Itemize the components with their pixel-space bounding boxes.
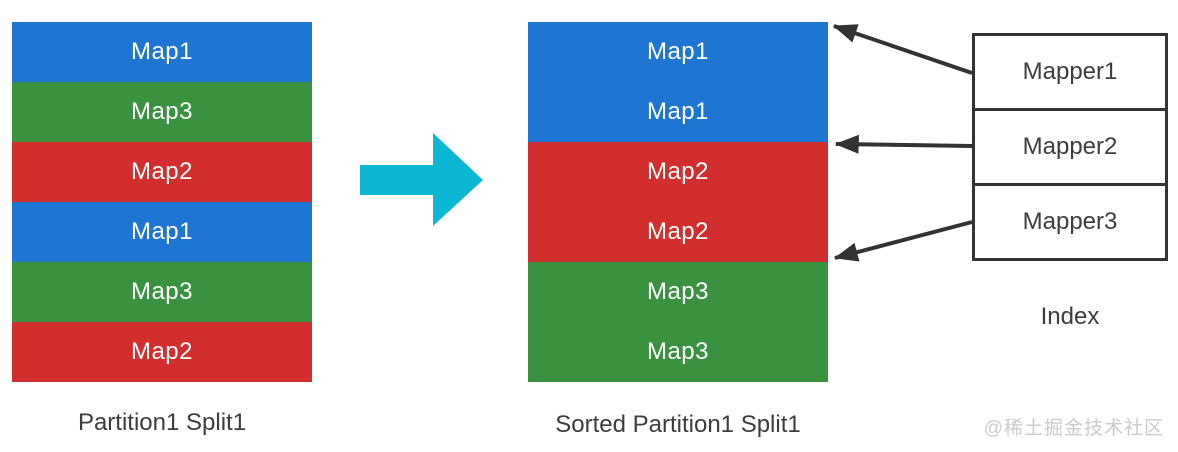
watermark: @稀土掘金技术社区 [983,418,1164,439]
index-caption: Index [1040,303,1100,330]
partition-row: Map2 [12,142,312,202]
sorted-row: Map3 [528,322,828,382]
mapper1-box: Mapper1 [972,33,1168,111]
partition-row: Map2 [12,322,312,382]
mapper-index-column: Mapper1 Mapper2 Mapper3 [972,33,1168,261]
sorted-partition-stack: Map1 Map1 Map2 Map2 Map3 Map3 [528,22,828,382]
sorted-row: Map2 [528,202,828,262]
partition-row: Map3 [12,82,312,142]
mapper2-index-arrow [834,134,973,154]
mapper3-index-arrow [833,220,973,262]
sorted-row: Map2 [528,142,828,202]
mapper1-index-arrow [832,24,973,75]
partition-row: Map1 [12,202,312,262]
transform-arrow-icon [360,133,483,226]
partition-row: Map1 [12,22,312,82]
partition-row: Map3 [12,262,312,322]
partition-stack: Map1 Map3 Map2 Map1 Map3 Map2 [12,22,312,382]
sorted-row: Map1 [528,82,828,142]
sorted-row: Map3 [528,262,828,322]
sorted-row: Map1 [528,22,828,82]
sorted-partition-caption: Sorted Partition1 Split1 [555,411,801,438]
partition-caption: Partition1 Split1 [77,409,247,436]
mapper3-box: Mapper3 [972,183,1168,261]
mapper2-box: Mapper2 [972,108,1168,186]
